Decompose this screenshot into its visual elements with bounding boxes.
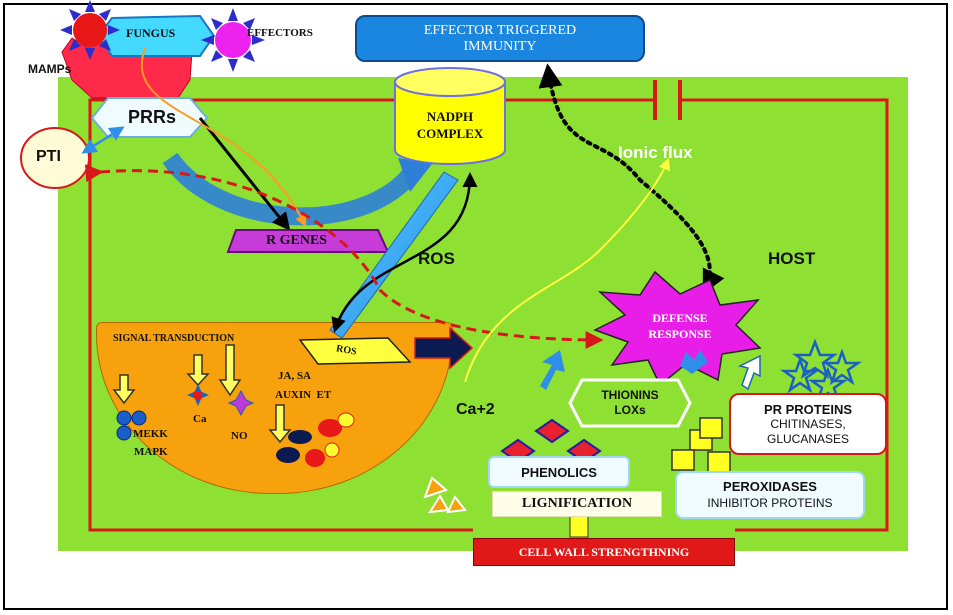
peroxidases-line1: INHIBITOR PROTEINS	[707, 496, 833, 510]
r-genes-label: R GENES	[266, 233, 328, 248]
star-cluster-icon	[780, 338, 862, 404]
mekk-label: MEKK	[133, 428, 168, 440]
nucleus-down-arrows	[112, 344, 292, 444]
nadph-line1: NADPH	[426, 109, 474, 124]
pti-defense-dashed-arrow	[84, 164, 604, 349]
defense-line1: DEFENSE	[652, 311, 708, 325]
mekk-mapk-blobs	[116, 410, 147, 441]
pr-proteins-box: PR PROTEINS CHITINASES, GLUCANASES	[729, 393, 887, 455]
ca-label: Ca	[193, 413, 207, 425]
phenolics-label: PHENOLICS	[521, 464, 597, 480]
peroxidases-title: PEROXIDASES	[723, 479, 817, 494]
pti-bubble	[20, 127, 90, 189]
ca-spark-icon	[187, 384, 209, 406]
prrs-label: PRRs	[128, 107, 177, 127]
no-label: NO	[231, 430, 248, 442]
effectors-label: EFFECTORS	[247, 27, 313, 39]
figure-frame	[3, 3, 948, 610]
wall-pillar	[569, 514, 589, 538]
host-label: HOST	[768, 249, 816, 268]
blue-arrow-2	[680, 350, 708, 374]
white-arrow	[737, 354, 761, 391]
peroxidase-cubes	[671, 417, 731, 473]
peroxidases-box: PEROXIDASES INHIBITOR PROTEINS	[675, 471, 865, 519]
pti-label: PTI	[36, 148, 61, 165]
lignification-label: LIGNIFICATION	[521, 496, 633, 511]
defense-label: DEFENSE RESPONSE	[625, 306, 735, 346]
thionins-label: THIONINS LOXs	[568, 380, 692, 426]
blue-arrow-1	[540, 350, 565, 390]
mamps-spiky-icon	[60, 0, 120, 60]
signal-transduction-label: SIGNAL TRANSDUCTION	[113, 333, 235, 344]
pr-proteins-title: PR PROTEINS	[763, 401, 853, 417]
lignification-box: LIGNIFICATION	[492, 491, 662, 517]
pr-proteins-line1: CHITINASES,	[770, 416, 846, 431]
thionins-line1: THIONINS	[601, 388, 659, 402]
mamps-label: MAMPs	[28, 62, 72, 76]
defense-line2: RESPONSE	[648, 327, 712, 341]
nadph-cylinder	[394, 67, 506, 165]
fungus-label: FUNGUS	[126, 26, 176, 40]
pr-proteins-line2: GLUCANASES	[766, 431, 850, 446]
hormone-blobs	[276, 412, 355, 467]
lignin-triangles	[423, 476, 467, 514]
ionic-flux-label: Ionic flux	[618, 143, 693, 162]
nadph-line2: COMPLEX	[416, 126, 484, 141]
auxin-et-label: AUXIN ET	[275, 389, 332, 401]
thionins-hexagon	[568, 378, 692, 428]
ros-small-shape	[298, 337, 412, 365]
phenolics-box: PHENOLICS	[488, 456, 630, 488]
no-spark-icon	[227, 389, 255, 417]
eti-line2: IMMUNITY	[463, 38, 537, 54]
nadph-label: NADPH COMPLEX	[400, 105, 500, 145]
ja-sa-label: JA, SA	[278, 370, 312, 382]
ros-label: ROS	[418, 249, 455, 268]
ca2-label: Ca+2	[456, 401, 495, 418]
eti-line1: EFFECTOR TRIGGERED	[423, 22, 577, 38]
eti-box: EFFECTOR TRIGGERED IMMUNITY	[355, 15, 645, 62]
eti-defense-dotted-arrow	[538, 63, 725, 295]
mapk-label: MAPK	[134, 446, 168, 458]
pti-prrs-arrow	[81, 126, 125, 154]
nucleus-output-arrow	[414, 326, 474, 370]
fungus-shape	[61, 14, 216, 99]
thionins-line2: LOXs	[614, 403, 646, 417]
effectors-spiky-icon	[201, 8, 265, 72]
ca-ionic-arrow	[464, 157, 671, 383]
cell-wall-box: CELL WALL STRENGTHNING	[473, 538, 735, 566]
cell-wall-label: CELL WALL STRENGTHNING	[518, 544, 690, 559]
